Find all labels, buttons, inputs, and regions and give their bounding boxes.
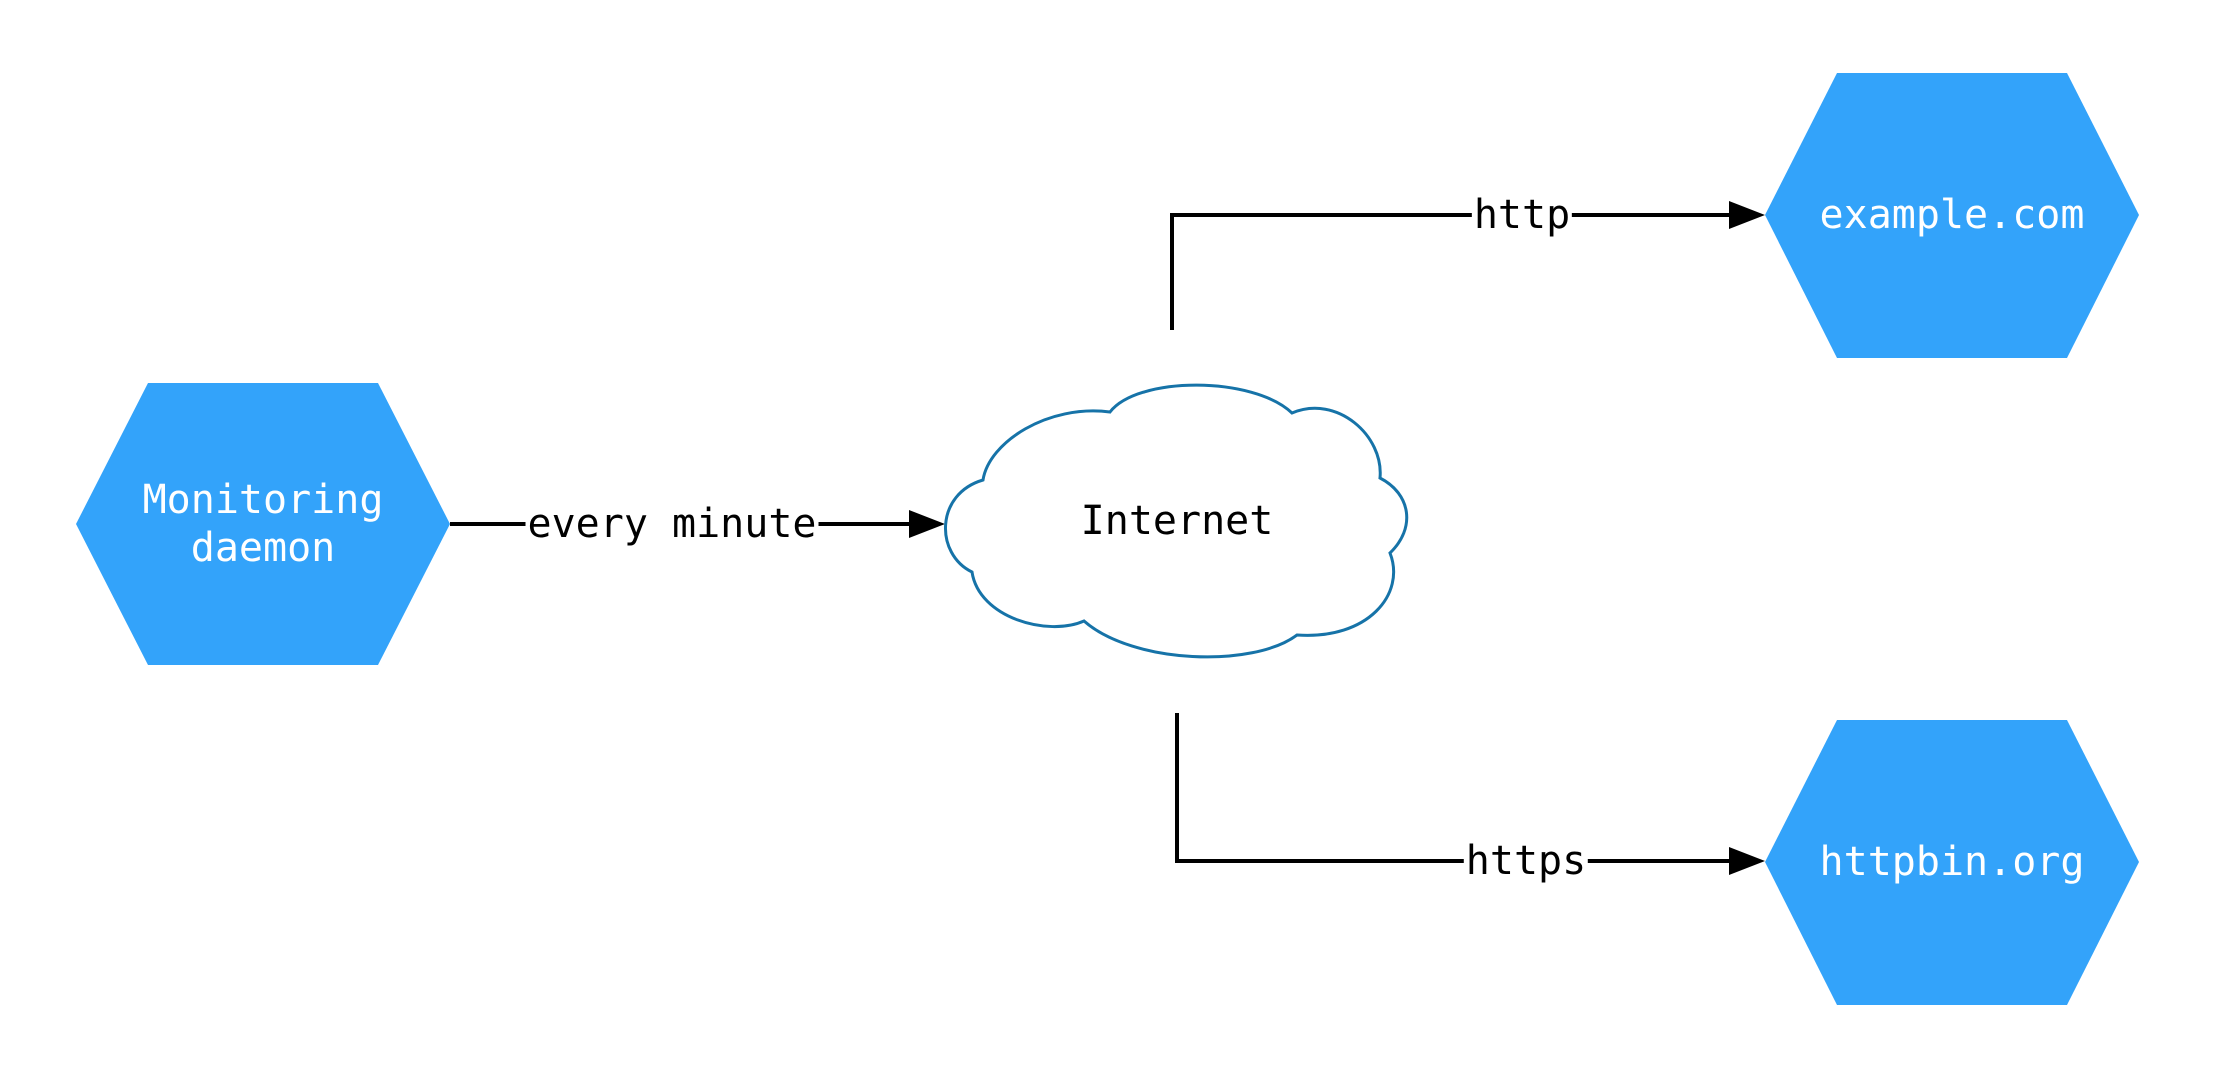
edge-http-arrowhead	[1729, 201, 1765, 229]
example-com-label: example.com	[1819, 192, 2085, 238]
edge-label-http: http	[1471, 191, 1573, 239]
internet-label: Internet	[1080, 498, 1274, 544]
edge-http	[1170, 201, 1765, 330]
edge-every-minute-arrowhead	[909, 510, 945, 538]
monitoring-daemon-label: Monitoring daemon	[142, 477, 384, 571]
edge-https-arrowhead	[1729, 847, 1765, 875]
edge-http-line	[1170, 213, 1729, 330]
httpbin-org-node-shape	[1765, 720, 2139, 1005]
edge-https-line	[1175, 713, 1729, 863]
edge-label-https: https	[1463, 837, 1589, 885]
edge-label-every-minute: every minute	[525, 500, 819, 548]
internet-cloud-shape	[943, 383, 1409, 659]
httpbin-org-label: httpbin.org	[1819, 839, 2085, 885]
example-com-node-shape	[1765, 73, 2139, 358]
monitoring-daemon-node-shape	[76, 383, 450, 665]
